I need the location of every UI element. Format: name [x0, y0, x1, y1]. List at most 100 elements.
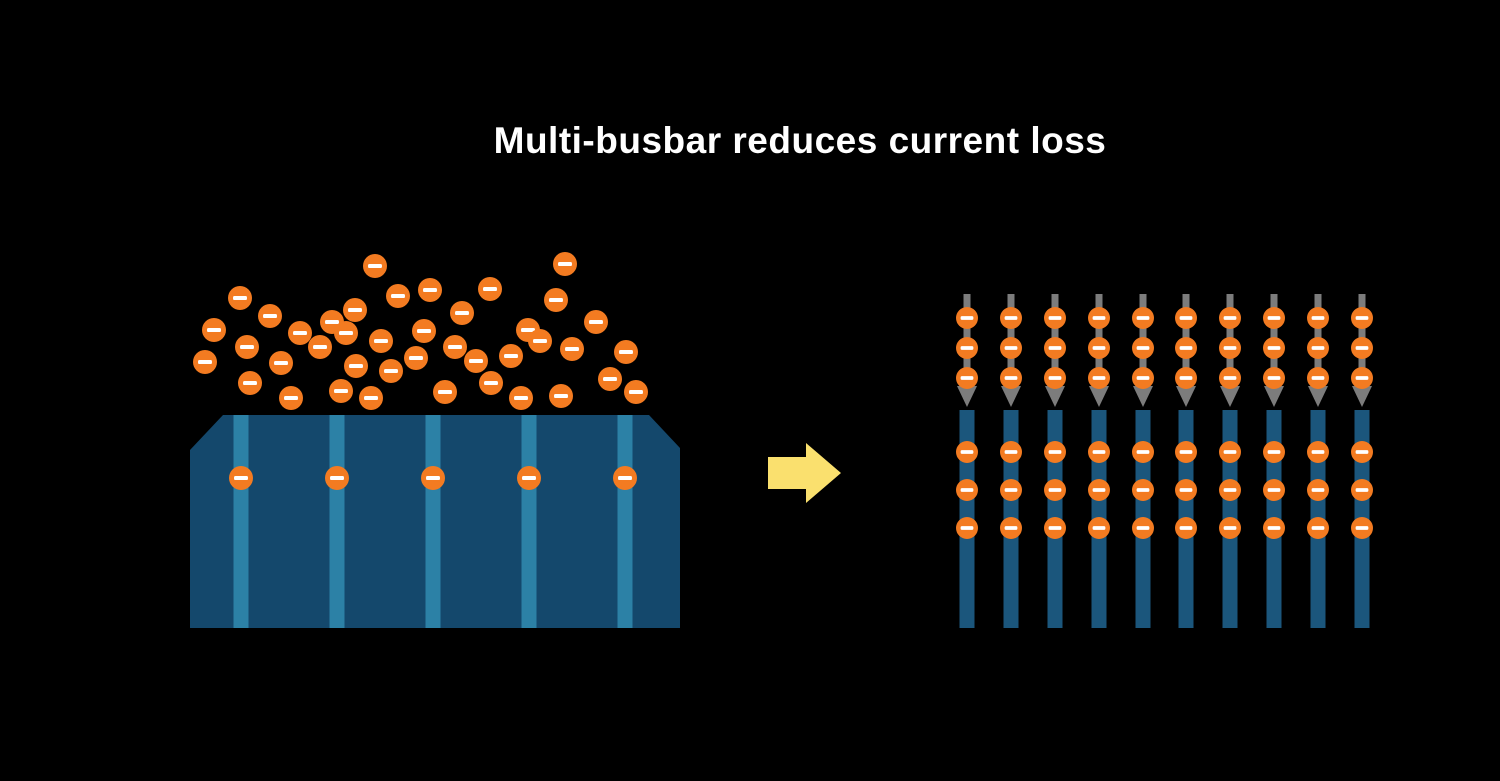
multi-busbar-group	[956, 294, 1373, 628]
bar-electron-icon	[1351, 479, 1373, 501]
flow-electron-icon	[1175, 307, 1197, 329]
flow-electron-icon	[1132, 307, 1154, 329]
bar-electron-icon	[1044, 441, 1066, 463]
bar-electron-icon	[1132, 517, 1154, 539]
flow-electron-icon	[1000, 307, 1022, 329]
flow-electron-icon	[1044, 307, 1066, 329]
bar-electron-icon	[956, 479, 978, 501]
flow-electron-icon	[1088, 367, 1110, 389]
diagram-title: Multi-busbar reduces current loss	[494, 120, 1107, 161]
bar-electron-icon	[1351, 517, 1373, 539]
scattered-electron-icon	[598, 367, 622, 391]
flow-electron-icon	[1307, 307, 1329, 329]
scattered-electron-icon	[433, 380, 457, 404]
bar-electron-icon	[1307, 517, 1329, 539]
scattered-electron-icon	[560, 337, 584, 361]
bar-electron-icon	[1132, 479, 1154, 501]
scattered-electron-icon	[443, 335, 467, 359]
flow-electron-icon	[1000, 367, 1022, 389]
bar-electron-icon	[1132, 441, 1154, 463]
bar-electron-icon	[1044, 479, 1066, 501]
scattered-electron-icon	[235, 335, 259, 359]
scattered-electron-icon	[329, 379, 353, 403]
scattered-electron-icon	[369, 329, 393, 353]
bar-electron-icon	[1000, 479, 1022, 501]
flow-electron-icon	[1219, 307, 1241, 329]
scattered-electron-icon	[334, 321, 358, 345]
scattered-electron-icon	[584, 310, 608, 334]
busbar-stripe	[233, 415, 249, 628]
bar-electron-icon	[1307, 479, 1329, 501]
flow-electron-icon	[1263, 307, 1285, 329]
scattered-electron-icon	[549, 384, 573, 408]
scattered-electron-icon	[412, 319, 436, 343]
scattered-electron-icon	[269, 351, 293, 375]
scattered-electron-icon	[528, 329, 552, 353]
scattered-electron-icon	[479, 371, 503, 395]
scattered-electron-icon	[288, 321, 312, 345]
bar-electron-icon	[1175, 517, 1197, 539]
flow-electron-icon	[1351, 307, 1373, 329]
bar-electron-icon	[1088, 441, 1110, 463]
bar-electron-icon	[1263, 517, 1285, 539]
scattered-electron-icon	[228, 286, 252, 310]
scattered-electron-icon	[202, 318, 226, 342]
flow-electron-icon	[1219, 337, 1241, 359]
scattered-electron-icon	[238, 371, 262, 395]
flow-electron-icon	[1351, 367, 1373, 389]
flow-electron-icon	[956, 307, 978, 329]
scattered-electron-icon	[418, 278, 442, 302]
flow-electron-icon	[1263, 337, 1285, 359]
cell-electron-icon	[613, 466, 637, 490]
scattered-electron-icon	[478, 277, 502, 301]
cell-electron-icon	[229, 466, 253, 490]
bar-electron-icon	[1175, 441, 1197, 463]
bar-electron-icon	[1000, 517, 1022, 539]
flow-electron-icon	[1000, 337, 1022, 359]
scattered-electron-icon	[464, 349, 488, 373]
flow-electron-icon	[1132, 367, 1154, 389]
flow-electron-icon	[1263, 367, 1285, 389]
bar-electron-icon	[1263, 441, 1285, 463]
flow-electron-icon	[1351, 337, 1373, 359]
bar-electron-icon	[1088, 479, 1110, 501]
bar-electron-icon	[956, 517, 978, 539]
flow-electron-icon	[1175, 337, 1197, 359]
flow-electron-icon	[1307, 367, 1329, 389]
flow-electron-icon	[1175, 367, 1197, 389]
scattered-electron-icon	[499, 344, 523, 368]
scattered-electron-icon	[544, 288, 568, 312]
transition-arrow-icon	[768, 443, 841, 503]
bar-electron-icon	[1219, 441, 1241, 463]
bar-electron-icon	[1000, 441, 1022, 463]
scattered-electron-icon	[363, 254, 387, 278]
flow-electron-icon	[956, 337, 978, 359]
scattered-electron-icon	[344, 354, 368, 378]
bar-electron-icon	[1044, 517, 1066, 539]
bar-electron-icon	[1219, 517, 1241, 539]
bar-electron-icon	[1307, 441, 1329, 463]
cell-electron-icon	[421, 466, 445, 490]
bar-electron-icon	[1219, 479, 1241, 501]
scattered-electron-icon	[343, 298, 367, 322]
scattered-electron-icon	[553, 252, 577, 276]
flow-electron-icon	[1132, 337, 1154, 359]
scattered-electron-icon	[258, 304, 282, 328]
flow-electron-icon	[1044, 337, 1066, 359]
bar-electron-icon	[1263, 479, 1285, 501]
bar-electron-icon	[1088, 517, 1110, 539]
scattered-electron-icon	[308, 335, 332, 359]
cell-electron-icon	[517, 466, 541, 490]
scattered-electron-icon	[404, 346, 428, 370]
flow-electron-icon	[1219, 367, 1241, 389]
busbar-stripe	[425, 415, 441, 628]
standard-busbar-cell-group	[190, 252, 680, 628]
busbar-stripe	[521, 415, 537, 628]
transition-arrow-group	[768, 443, 841, 503]
scattered-electron-icon	[509, 386, 533, 410]
scattered-electron-icon	[624, 380, 648, 404]
scattered-electron-icon	[359, 386, 383, 410]
scattered-electron-icon	[379, 359, 403, 383]
scattered-electron-icon	[614, 340, 638, 364]
